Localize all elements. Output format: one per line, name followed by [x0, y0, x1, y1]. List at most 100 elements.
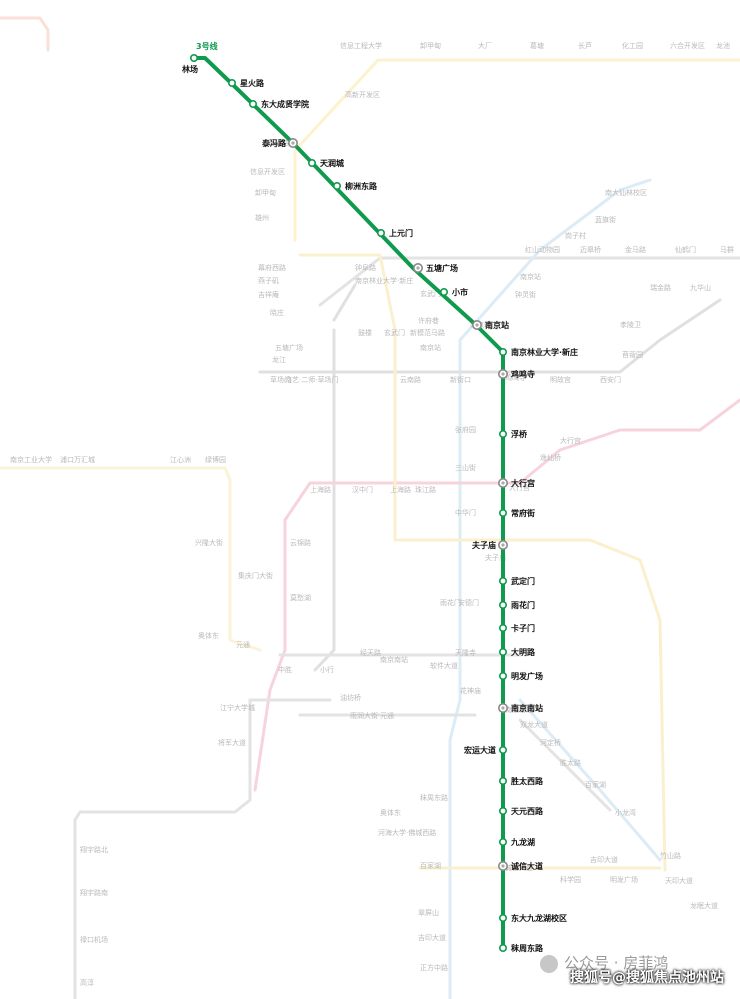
transfer-icon — [501, 543, 505, 547]
station-marker[interactable] — [498, 943, 507, 952]
background-station-label: 中胜 — [278, 665, 292, 674]
station-label[interactable]: 雨花门 — [511, 600, 535, 610]
background-station-label: 南京工业大学 — [10, 455, 52, 464]
station-marker[interactable] — [249, 100, 258, 109]
station-label[interactable]: 天元西路 — [511, 806, 544, 816]
transfer-icon — [501, 372, 505, 376]
background-station-label: 孝陵卫 — [620, 320, 641, 329]
transfer-icon — [501, 706, 505, 710]
background-station-label: 元通 — [380, 711, 394, 720]
background-station-label: 南京林业大学·新庄 — [355, 276, 413, 285]
station-label[interactable]: 南京南站 — [511, 703, 543, 713]
background-station-label: 鸡鸣寺 — [505, 373, 526, 382]
background-station-label: 奥体东 — [380, 808, 401, 817]
station-label[interactable]: 泰冯路 — [261, 138, 287, 148]
station-marker[interactable] — [498, 576, 507, 585]
background-station-label: 苜蓿园 — [622, 350, 643, 359]
station-marker[interactable] — [307, 159, 316, 168]
background-station-label: 秣周东路 — [420, 793, 448, 802]
transfer-icon — [475, 323, 479, 327]
background-labels: 泰冯路天润城南京站鸡鸣寺大行宫夫子庙南京南站诚信大道信息工程大学卸甲甸大厂葛塘长… — [10, 41, 734, 987]
station-marker[interactable] — [228, 79, 237, 88]
station-marker[interactable] — [376, 229, 385, 238]
account-watermark: 公众号 · 房菲鸿 — [540, 952, 668, 973]
station-label[interactable]: 天润城 — [320, 158, 344, 168]
station-label[interactable]: 东大成贤学院 — [261, 99, 309, 109]
background-station-label: 高淳 — [80, 978, 94, 987]
background-station-label: 雄州 — [255, 213, 269, 222]
background-station-label: 红山动物园 — [525, 245, 560, 254]
background-station-label: 化工园 — [622, 41, 643, 50]
background-station-label: 兴隆大街 — [195, 538, 223, 547]
station-label[interactable]: 大行宫 — [511, 478, 535, 488]
transfer-icon — [416, 266, 420, 270]
station-marker[interactable] — [190, 53, 199, 62]
station-label[interactable]: 宏运大道 — [464, 745, 496, 755]
station-label[interactable]: 诚信大道 — [511, 861, 543, 871]
background-station-label: 莫愁湖 — [290, 593, 311, 602]
station-marker[interactable] — [498, 913, 507, 922]
station-marker[interactable] — [498, 671, 507, 680]
station-label[interactable]: 鸡鸣寺 — [510, 369, 535, 379]
background-station-label: 汉中门 — [352, 485, 373, 494]
station-label[interactable]: 五塘广场 — [426, 263, 458, 273]
station-label[interactable]: 秣周东路 — [511, 943, 544, 953]
station-label[interactable]: 南京站 — [485, 320, 509, 330]
background-station-label: 龙池 — [716, 41, 730, 50]
station-marker[interactable] — [498, 806, 507, 815]
station-label[interactable]: 夫子庙 — [471, 540, 496, 550]
background-station-label: 九华山 — [690, 283, 711, 292]
background-station-label: 六合开发区 — [670, 41, 705, 50]
station-label[interactable]: 常府街 — [511, 508, 535, 518]
background-station-label: 将军大道 — [218, 738, 246, 747]
transfer-icon — [291, 141, 295, 145]
background-station-label: 集庆门大街 — [238, 571, 273, 580]
station-label[interactable]: 小市 — [451, 287, 468, 297]
station-marker[interactable] — [498, 347, 507, 356]
station-label[interactable]: 武定门 — [511, 576, 535, 586]
background-station-label: 小行 — [320, 665, 334, 674]
station-label[interactable]: 明发广场 — [511, 671, 543, 681]
station-label[interactable]: 东大九龙湖校区 — [511, 913, 567, 923]
background-station-label: 江宁大学城 — [220, 703, 255, 712]
station-marker[interactable] — [498, 647, 507, 656]
background-station-label: 雨润大街 — [350, 711, 378, 720]
background-station-label: 安德门 — [458, 598, 479, 607]
background-station-label: 金马路 — [625, 245, 646, 254]
station-marker[interactable] — [498, 623, 507, 632]
background-station-label: 浦口万汇城 — [60, 455, 95, 464]
station-label[interactable]: 星火路 — [240, 78, 265, 88]
station-label[interactable]: 上元门 — [389, 228, 413, 238]
background-station-label: 百家湖 — [420, 861, 441, 870]
station-label[interactable]: 柳洲东路 — [345, 181, 378, 191]
background-station-label: 夫子庙 — [485, 553, 506, 562]
background-station-label: 葛塘 — [530, 41, 544, 50]
station-label[interactable]: 胜太西路 — [510, 776, 544, 786]
station-marker[interactable] — [332, 182, 341, 191]
transfer-icon — [501, 481, 505, 485]
transfer-icon — [501, 864, 505, 868]
background-station-label: 高新开发区 — [345, 90, 380, 99]
account-text: 公众号 · 房菲鸿 — [564, 954, 669, 972]
station-marker[interactable] — [439, 287, 448, 296]
station-label[interactable]: 南京林业大学·新庄 — [511, 347, 578, 357]
station-label[interactable]: 浮桥 — [511, 429, 528, 439]
station-label[interactable]: 林场 — [182, 64, 198, 74]
station-marker[interactable] — [498, 600, 507, 609]
station-marker[interactable] — [498, 837, 507, 846]
background-station-label: 天润城 — [320, 158, 341, 167]
background-station-label: 草场门 — [270, 375, 291, 384]
station-label[interactable]: 九龙湖 — [510, 837, 535, 847]
station-marker[interactable] — [498, 776, 507, 785]
station-label[interactable]: 大明路 — [511, 647, 536, 657]
station-marker[interactable] — [498, 508, 507, 517]
background-station-label: 奥体东 — [198, 631, 219, 640]
background-station-label: 晓庄 — [270, 308, 284, 317]
station-marker[interactable] — [498, 745, 507, 754]
background-station-label: 正方中路 — [420, 963, 448, 972]
credit-watermark: 搜狐号@搜狐焦点池州站 — [570, 970, 724, 986]
station-marker[interactable] — [498, 429, 507, 438]
station-label[interactable]: 卡子门 — [511, 623, 535, 633]
background-station-label: 江心洲 — [170, 456, 191, 464]
line-3: 3号线 林场星火路东大成贤学院泰冯路天润城柳洲东路上元门五塘广场小市南京站南京林… — [182, 41, 578, 953]
